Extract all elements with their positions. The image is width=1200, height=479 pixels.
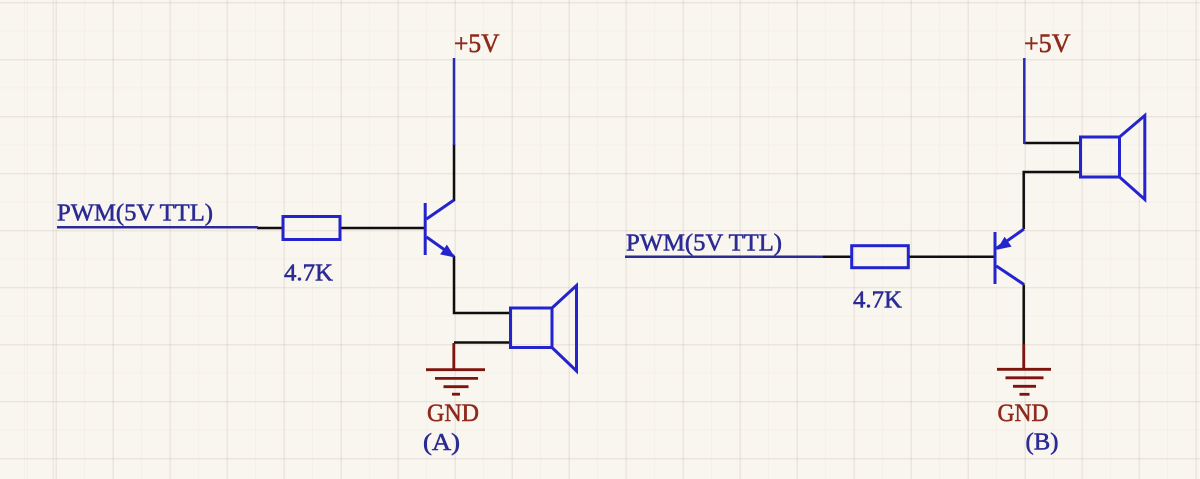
svg-text:GND: GND <box>427 400 479 427</box>
svg-text:(B): (B) <box>1026 429 1059 455</box>
svg-text:GND: GND <box>998 400 1049 427</box>
svg-text:+5V: +5V <box>454 29 500 58</box>
svg-text:PWM(5V TTL): PWM(5V TTL) <box>57 200 213 227</box>
svg-text:4.7K: 4.7K <box>284 260 334 286</box>
svg-text:PWM(5V TTL): PWM(5V TTL) <box>626 230 782 257</box>
svg-text:(A): (A) <box>423 430 460 456</box>
svg-text:+5V: +5V <box>1024 29 1071 58</box>
svg-text:4.7K: 4.7K <box>853 288 903 314</box>
